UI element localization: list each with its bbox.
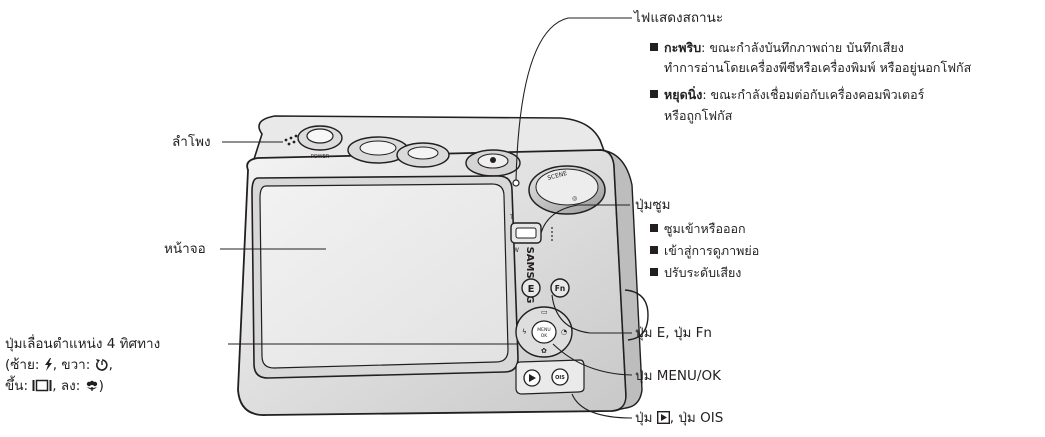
label-zoom-button: ปุ่มซูม [635, 197, 671, 214]
svg-text:W: W [513, 247, 519, 254]
svg-text:✿: ✿ [541, 347, 547, 355]
svg-text:MENU: MENU [537, 327, 550, 333]
svg-text:ϟ: ϟ [522, 328, 527, 336]
svg-text:▭: ▭ [541, 308, 548, 316]
timer-icon [95, 358, 109, 371]
bullet-icon [650, 268, 658, 276]
nav-line-2: ขึ้น: , ลง: ) [5, 378, 104, 395]
label-nav-button: ปุ่มเลื่อนตำแหน่ง 4 ทิศทาง [5, 336, 160, 353]
status-blink-line: กะพริบ: ขณะกำลังบันทึกภาพถ่าย บันทึกเสีย… [650, 38, 904, 57]
svg-text:OIS: OIS [555, 375, 565, 381]
steady-text-1: : ขณะกำลังเชื่อมต่อกับเครื่องคอมพิวเตอร์ [702, 87, 924, 102]
bullet-icon [650, 224, 658, 232]
flash-icon [44, 358, 53, 371]
zoom-item-3: ปรับระดับเสียง [650, 263, 741, 282]
label-e-fn-button: ปุ่ม E, ปุ่ม Fn [635, 325, 712, 342]
svg-text:◎: ◎ [572, 195, 577, 202]
label-menu-ok: ปุ่ม MENU/OK [635, 368, 721, 385]
svg-text:◔: ◔ [561, 328, 567, 336]
svg-text:T: T [509, 214, 514, 221]
blink-text-1: : ขณะกำลังบันทึกภาพถ่าย บันทึกเสียง [701, 40, 904, 55]
svg-text:OK: OK [541, 333, 549, 339]
steady-text-2: หรือถูกโฟกัส [664, 106, 732, 125]
status-lamp-shape [513, 180, 519, 186]
label-speaker: ลำโพง [172, 134, 211, 151]
svg-text:Fn: Fn [555, 284, 565, 293]
zoom-item-2: เข้าสู่การดูภาพย่อ [650, 241, 759, 260]
power-label: POWER [311, 154, 330, 160]
blink-text-2: ทำการอ่านโดยเครื่องพีซีหรือเครื่องพิมพ์ … [664, 58, 971, 77]
blink-title: กะพริบ [664, 40, 701, 55]
bullet-icon [650, 246, 658, 254]
label-screen: หน้าจอ [164, 241, 206, 258]
display-icon [32, 379, 52, 392]
label-play-ois: ปุ่ม , ปุ่ม OIS [635, 410, 723, 427]
play-icon [657, 411, 670, 424]
svg-text:E: E [528, 284, 535, 295]
bullet-icon [650, 90, 658, 98]
macro-icon [85, 379, 99, 392]
status-steady-line: หยุดนิ่ง: ขณะกำลังเชื่อมต่อกับเครื่องคอม… [650, 85, 924, 104]
label-status-lamp: ไฟแสดงสถานะ [634, 10, 723, 27]
zoom-item-1: ซูมเข้าหรือออก [650, 219, 746, 238]
steady-title: หยุดนิ่ง [664, 87, 702, 102]
nav-line-1: (ซ้าย: , ขวา: , [5, 357, 113, 374]
bullet-icon [650, 43, 658, 51]
